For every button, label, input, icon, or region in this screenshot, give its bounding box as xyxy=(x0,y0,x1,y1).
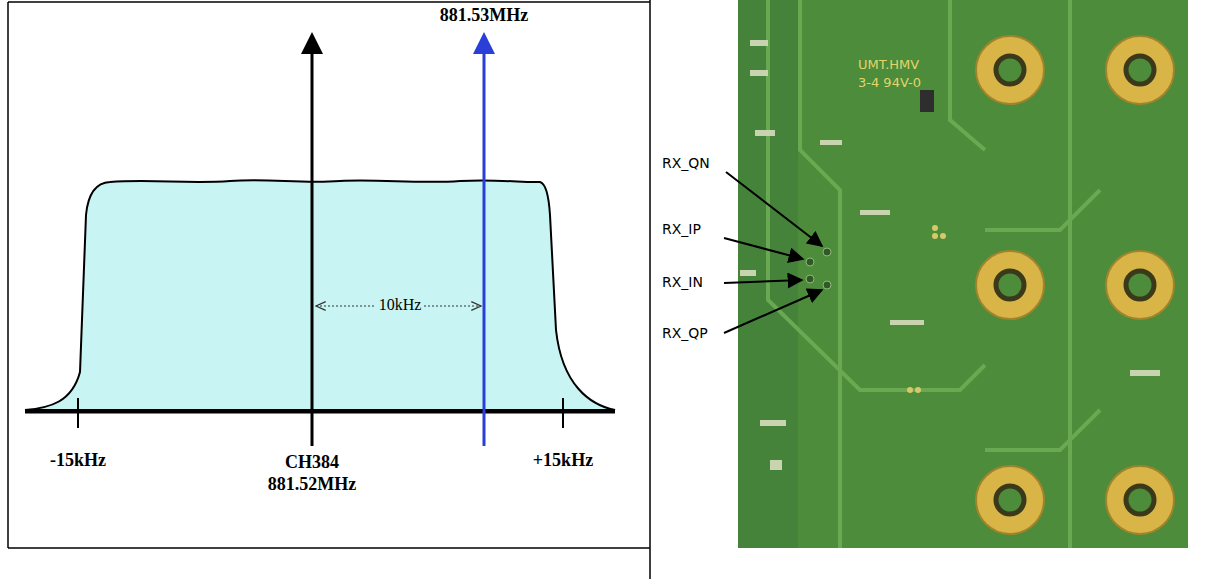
frequency-label: 881.52MHz xyxy=(268,474,356,495)
dimension-label: 10kHz xyxy=(376,296,425,314)
signal-name: RX_IP xyxy=(662,221,701,237)
offset-arrow xyxy=(473,32,495,446)
signal-name: RX_QP xyxy=(662,325,708,341)
panel-frame xyxy=(8,0,650,579)
frequency-label: 881.53MHz xyxy=(440,5,528,26)
leader-arrows xyxy=(724,172,822,333)
carrier-arrow xyxy=(301,32,323,446)
spectrum-shape xyxy=(25,180,615,410)
channel-label: CH384 xyxy=(285,452,339,473)
axis-label: -15kHz xyxy=(50,450,106,471)
silkscreen-text: UMT.HMV xyxy=(858,58,919,73)
test-points xyxy=(806,248,831,289)
axis-label: +15kHz xyxy=(533,450,593,471)
signal-name: RX_QN xyxy=(662,155,710,171)
axis-tick xyxy=(562,398,564,428)
signal-name: RX_IN xyxy=(662,274,703,290)
pcb-photo xyxy=(738,0,1188,548)
frequency-axis xyxy=(25,411,615,414)
silkscreen-text: 3-4 94V-0 xyxy=(858,76,921,91)
axis-tick xyxy=(77,398,79,428)
